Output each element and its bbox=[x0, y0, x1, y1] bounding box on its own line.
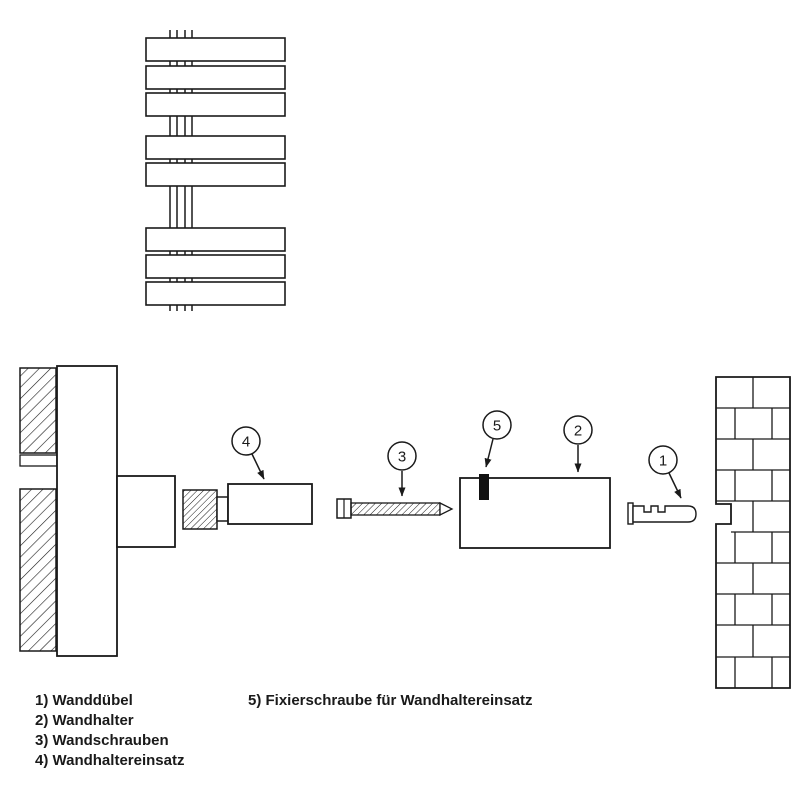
insert-neck bbox=[216, 496, 229, 522]
part-wandhaltereinsatz bbox=[182, 483, 313, 530]
legend-item-4: 4) Wandhaltereinsatz bbox=[35, 752, 185, 769]
insert-thread bbox=[182, 489, 218, 530]
wall-hatch-bottom bbox=[19, 488, 57, 652]
callout-2: 2 bbox=[563, 415, 593, 473]
callout-3-number: 3 bbox=[398, 449, 406, 466]
radiator-side-panel bbox=[56, 365, 118, 657]
callout-4-arrow bbox=[251, 453, 265, 480]
screw-shaft bbox=[350, 502, 441, 516]
brick-wall bbox=[715, 376, 791, 689]
legend-item-3: 3) Wandschrauben bbox=[35, 732, 169, 749]
towel-radiator bbox=[145, 30, 286, 311]
part-wandhalter bbox=[459, 474, 611, 549]
legend-item-5: 5) Fixierschraube für Wandhaltereinsatz bbox=[248, 692, 533, 709]
left-wall-assembly bbox=[19, 365, 176, 657]
insert-body bbox=[227, 483, 313, 525]
callout-1-number: 1 bbox=[659, 453, 667, 470]
callout-4-number: 4 bbox=[242, 434, 250, 451]
legend: 1) Wanddübel 2) Wandhalter 3) Wandschrau… bbox=[35, 691, 184, 771]
wall-hatch-top bbox=[19, 367, 57, 454]
callout-1-arrow bbox=[668, 472, 682, 499]
radiator-bars bbox=[145, 37, 286, 306]
legend-item-1: 1) Wanddübel bbox=[35, 692, 133, 709]
callout-5-arrow bbox=[484, 438, 494, 468]
callout-4: 4 bbox=[231, 426, 265, 480]
callout-5: 5 bbox=[482, 410, 512, 468]
dowel-flange bbox=[627, 502, 634, 525]
callouts: 4 3 5 2 1 bbox=[231, 410, 682, 499]
callout-3: 3 bbox=[387, 441, 417, 497]
callout-2-number: 2 bbox=[574, 423, 582, 440]
callout-1: 1 bbox=[648, 445, 682, 499]
dowel-body bbox=[632, 505, 697, 523]
holder-body bbox=[459, 477, 611, 549]
screw-tip bbox=[439, 501, 454, 517]
brick-joints bbox=[734, 377, 773, 688]
fixing-screw bbox=[479, 474, 489, 500]
bracket-base-block bbox=[116, 475, 176, 548]
wall-slot-tab bbox=[19, 454, 58, 467]
callout-5-number: 5 bbox=[493, 418, 501, 435]
legend-item-2: 2) Wandhalter bbox=[35, 712, 134, 729]
part-wandschraube bbox=[336, 498, 454, 519]
part-wandduebel bbox=[627, 502, 697, 525]
